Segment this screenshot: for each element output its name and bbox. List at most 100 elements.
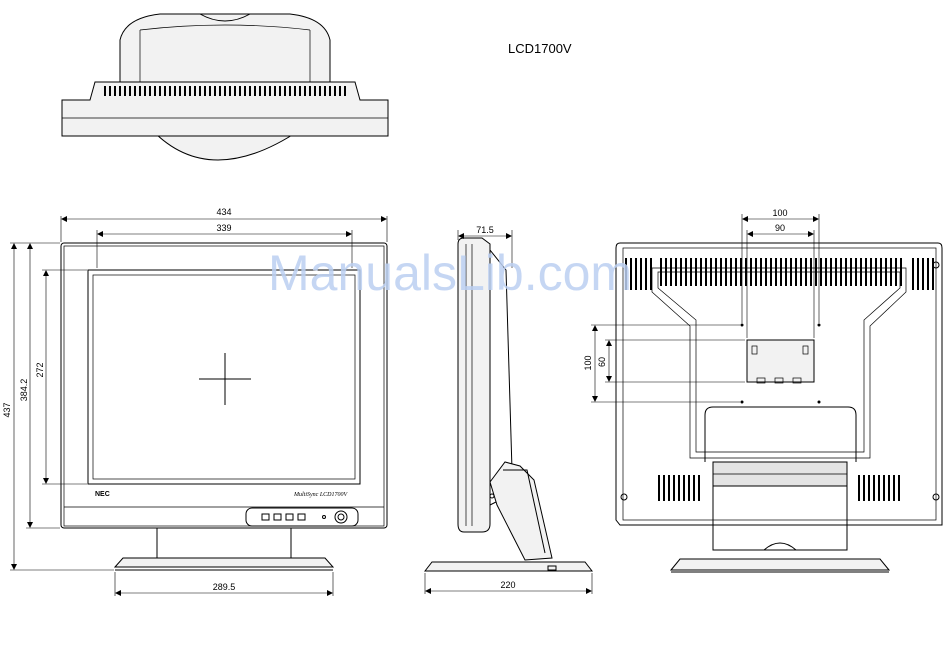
vent-slot — [329, 86, 331, 96]
vent-slot — [149, 86, 151, 96]
vent-slot — [868, 475, 870, 501]
vent-slot — [755, 258, 757, 286]
vent-slot — [344, 86, 346, 96]
model-title: LCD1700V — [508, 41, 572, 56]
vent-slot — [690, 258, 692, 286]
vent-slot — [770, 258, 772, 286]
dim-screen-height: 272 — [35, 362, 45, 377]
vent-slot — [790, 258, 792, 286]
vent-slot — [324, 86, 326, 96]
vent-slot — [294, 86, 296, 96]
vent-slot — [214, 86, 216, 96]
vent-slot — [693, 475, 695, 501]
vent-slot — [159, 86, 161, 96]
vesa-hole — [741, 324, 744, 327]
vent-slot — [890, 258, 892, 286]
vent-slot — [660, 258, 662, 286]
vent-slot — [735, 258, 737, 286]
dim-total-height: 437 — [2, 402, 12, 417]
vent-slot — [750, 258, 752, 286]
vent-slot — [269, 86, 271, 96]
vent-slot — [917, 258, 919, 290]
vent-slot — [645, 258, 647, 290]
vent-slot — [825, 258, 827, 286]
vent-slot — [850, 258, 852, 286]
vent-slot — [658, 475, 660, 501]
vent-slot — [710, 258, 712, 286]
dim-screen-width: 339 — [216, 223, 231, 233]
vent-slot — [725, 258, 727, 286]
dim-base-width: 289.5 — [213, 582, 236, 592]
control-button-3 — [286, 514, 293, 520]
vent-slot — [164, 86, 166, 96]
vent-slot — [835, 258, 837, 286]
control-button-4 — [298, 514, 305, 520]
vent-slot — [144, 86, 146, 96]
vent-slot — [124, 86, 126, 96]
vent-slot — [875, 258, 877, 286]
vent-slot — [314, 86, 316, 96]
control-button-2 — [274, 514, 281, 520]
vent-slot — [688, 475, 690, 501]
rear-screw-bottom-left — [621, 494, 627, 500]
vent-slot — [805, 258, 807, 286]
vent-slot — [888, 475, 890, 501]
vent-slot — [189, 86, 191, 96]
vent-slot — [785, 258, 787, 286]
vent-slot — [815, 258, 817, 286]
vent-slot — [927, 258, 929, 290]
vent-slot — [249, 86, 251, 96]
side-base — [425, 562, 592, 571]
vent-slot — [865, 258, 867, 286]
vent-slot — [685, 258, 687, 286]
vent-slot — [174, 86, 176, 96]
vent-slot — [154, 86, 156, 96]
vent-slot — [900, 258, 902, 286]
vent-slot — [264, 86, 266, 96]
vent-slot — [184, 86, 186, 96]
vent-slot — [244, 86, 246, 96]
vent-slot — [334, 86, 336, 96]
vent-slot — [683, 475, 685, 501]
vent-slot — [284, 86, 286, 96]
vent-slot — [680, 258, 682, 286]
front-screen — [88, 270, 360, 484]
vent-slot — [114, 86, 116, 96]
dim-vesa-outer-horizontal: 100 — [772, 208, 787, 218]
vent-slot — [339, 86, 341, 96]
vent-slot — [800, 258, 802, 286]
vent-slot — [863, 475, 865, 501]
vent-slot — [855, 258, 857, 286]
vent-slot — [663, 475, 665, 501]
vent-slot — [229, 86, 231, 96]
top-view — [62, 14, 388, 160]
vent-slot — [775, 258, 777, 286]
vent-slot — [730, 258, 732, 286]
vent-slot — [239, 86, 241, 96]
power-button — [335, 511, 347, 523]
front-base — [115, 558, 333, 567]
vent-slot — [668, 475, 670, 501]
dim-base-depth: 220 — [500, 580, 515, 590]
vent-slot — [650, 258, 652, 290]
vent-slot — [893, 475, 895, 501]
model-label: MultiSync LCD1700V — [293, 492, 348, 498]
vesa-hole — [818, 324, 821, 327]
vent-slot — [204, 86, 206, 96]
control-button-1 — [262, 514, 269, 520]
vent-slot — [319, 86, 321, 96]
vent-slot — [179, 86, 181, 96]
vent-slot — [678, 475, 680, 501]
dim-front-width: 434 — [216, 207, 231, 217]
dim-depth: 71.5 — [476, 225, 494, 235]
vent-slot — [279, 86, 281, 96]
vent-slot — [665, 258, 667, 286]
vent-slot — [635, 258, 637, 290]
vent-slot — [104, 86, 106, 96]
vent-slot — [858, 475, 860, 501]
vent-slot — [885, 258, 887, 286]
vent-slot — [139, 86, 141, 96]
rear-neck-upper — [705, 407, 856, 462]
vent-slot — [304, 86, 306, 96]
